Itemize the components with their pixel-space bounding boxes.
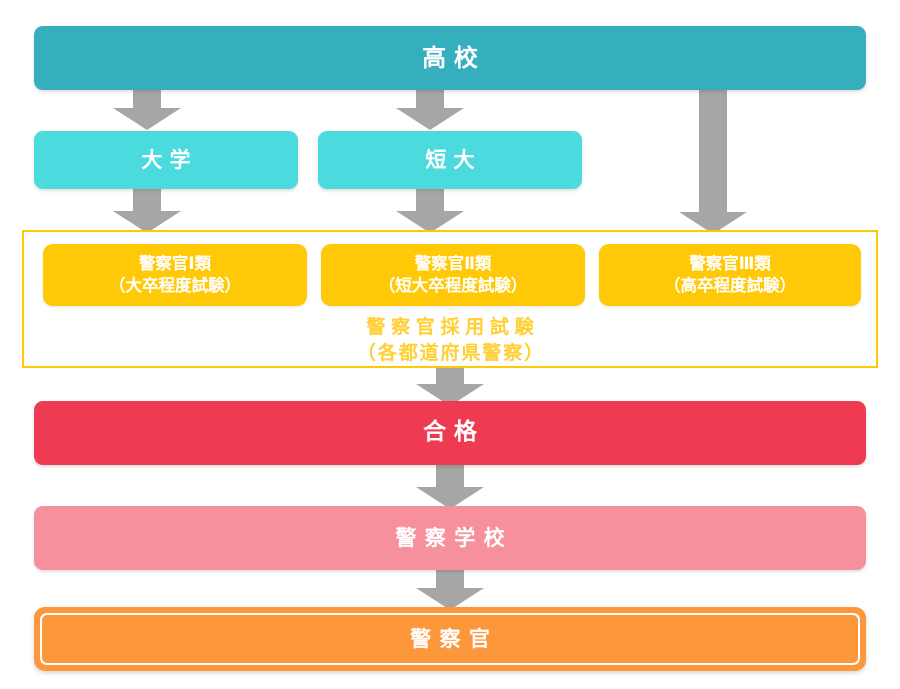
node-exam-class-1-title: 警察官Ⅰ類 bbox=[138, 253, 212, 273]
node-police-academy: 警察学校 bbox=[34, 506, 866, 570]
node-police-officer-label: 警察官 bbox=[410, 626, 499, 651]
node-exam-class-3-subtitle: （高卒程度試験） bbox=[664, 276, 796, 295]
node-exam-class-2-title: 警察官Ⅱ類 bbox=[414, 253, 492, 273]
exam-group-container: 警察官Ⅰ類 （大卒程度試験） 警察官Ⅱ類 （短大卒程度試験） 警察官Ⅲ類 （高卒… bbox=[22, 230, 878, 368]
node-university-label: 大学 bbox=[141, 147, 198, 172]
node-junior-college: 短大 bbox=[318, 131, 582, 189]
node-pass-label: 合格 bbox=[423, 419, 485, 446]
node-police-academy-label: 警察学校 bbox=[395, 525, 513, 550]
exam-group-caption-line-1: 警察官採用試験 bbox=[366, 316, 540, 338]
exam-group-caption-line-2: （各都道府県警察） bbox=[356, 342, 545, 365]
arrow-highschool-to-exam-class-3 bbox=[679, 88, 747, 234]
arrow-police-academy-to-police-officer bbox=[416, 568, 484, 610]
node-exam-class-2-subtitle: （短大卒程度試験） bbox=[378, 276, 528, 295]
node-exam-class-3: 警察官Ⅲ類 （高卒程度試験） bbox=[599, 244, 861, 306]
node-junior-college-label: 短大 bbox=[425, 147, 482, 172]
arrow-highschool-to-university bbox=[113, 88, 181, 130]
arrow-highschool-to-junior-college bbox=[396, 88, 464, 130]
arrow-pass-to-police-academy bbox=[416, 463, 484, 509]
exam-group-caption: 警察官採用試験 （各都道府県警察） bbox=[24, 314, 876, 366]
node-university: 大学 bbox=[34, 131, 298, 189]
node-exam-class-1-subtitle: （大卒程度試験） bbox=[109, 276, 241, 295]
node-police-officer: 警察官 bbox=[34, 607, 866, 671]
arrow-exam-to-pass bbox=[416, 366, 484, 406]
node-exam-class-1: 警察官Ⅰ類 （大卒程度試験） bbox=[43, 244, 307, 306]
node-pass: 合格 bbox=[34, 401, 866, 465]
node-high-school-label: 高校 bbox=[422, 43, 486, 72]
node-exam-class-3-title: 警察官Ⅲ類 bbox=[689, 253, 771, 273]
node-high-school: 高校 bbox=[34, 26, 866, 90]
node-exam-class-2: 警察官Ⅱ類 （短大卒程度試験） bbox=[321, 244, 585, 306]
arrow-junior-college-to-exam-class-2 bbox=[396, 187, 464, 233]
arrow-university-to-exam-class-1 bbox=[113, 187, 181, 233]
